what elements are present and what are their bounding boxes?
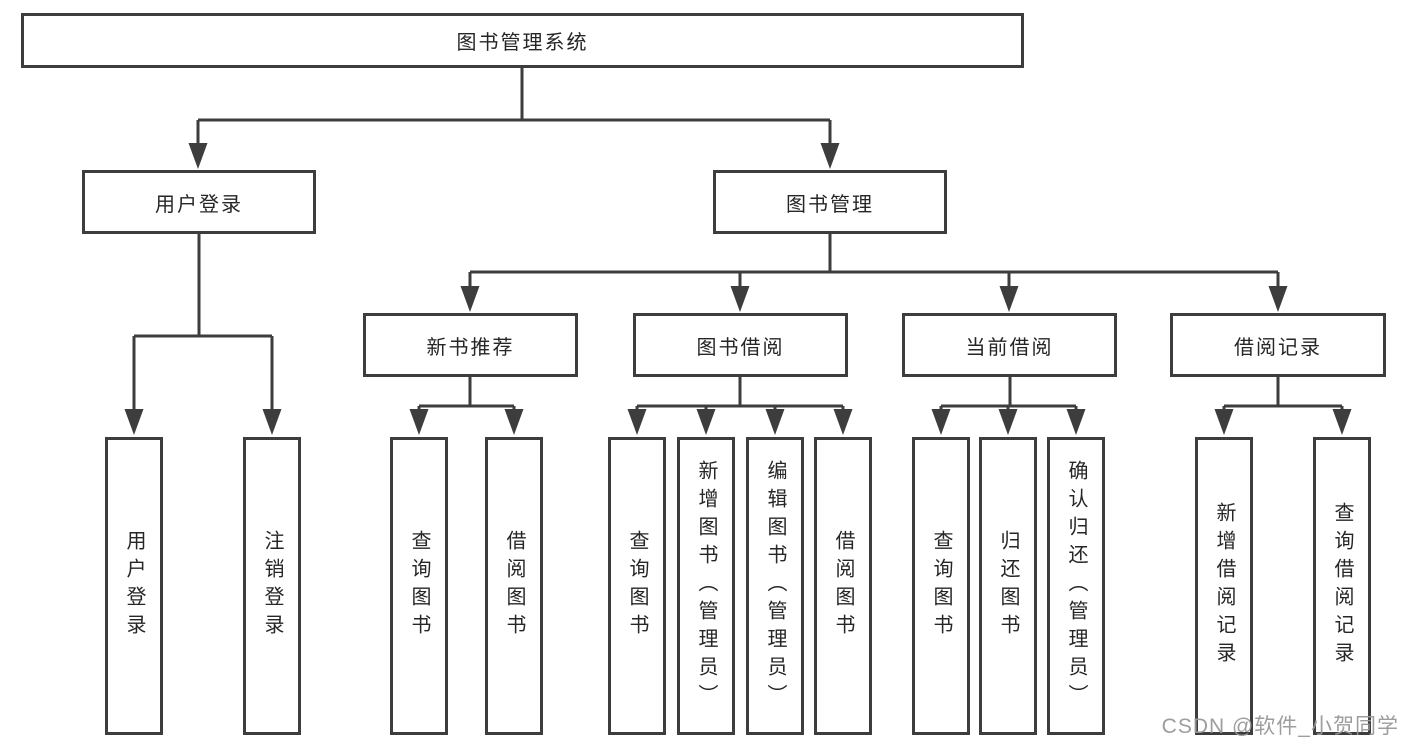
node-root-system: 图书管理系统 [21,13,1024,68]
leaf-user-login: 用户登录 [105,437,163,735]
leaf-confirm-return-admin: 确认归还（管理员） [1047,437,1105,735]
node-book-management-branch: 图书管理 [713,170,947,234]
leaf-return-book: 归还图书 [979,437,1037,735]
node-current-borrow: 当前借阅 [902,313,1117,377]
leaf-edit-book-admin: 编辑图书（管理员） [746,437,804,735]
connector-new-book-branch [409,377,524,435]
connector-borrow-record-branch [1214,377,1352,435]
leaf-borrow-book-recommend: 借阅图书 [485,437,543,735]
leaf-logout: 注销登录 [243,437,301,735]
connector-user-login-branch [124,234,282,435]
node-new-book-recommend: 新书推荐 [363,313,578,377]
leaf-query-book-current: 查询图书 [912,437,970,735]
node-borrow-records: 借阅记录 [1170,313,1386,377]
leaf-query-borrow-record: 查询借阅记录 [1313,437,1371,735]
leaf-add-book-admin: 新增图书（管理员） [677,437,735,735]
node-book-borrow: 图书借阅 [633,313,848,377]
connector-book-borrow-branch [627,377,853,435]
leaf-query-book-borrow: 查询图书 [608,437,666,735]
leaf-add-borrow-record: 新增借阅记录 [1195,437,1253,735]
connector-current-borrow-branch [931,377,1086,435]
node-user-login-branch: 用户登录 [82,170,316,234]
leaf-borrow-book: 借阅图书 [814,437,872,735]
connector-book-mgmt-to-level2 [460,234,1288,312]
csdn-watermark: CSDN @软件_小贺同学 [1161,715,1399,738]
connector-root-to-level1 [188,68,840,169]
leaf-query-book-recommend: 查询图书 [390,437,448,735]
